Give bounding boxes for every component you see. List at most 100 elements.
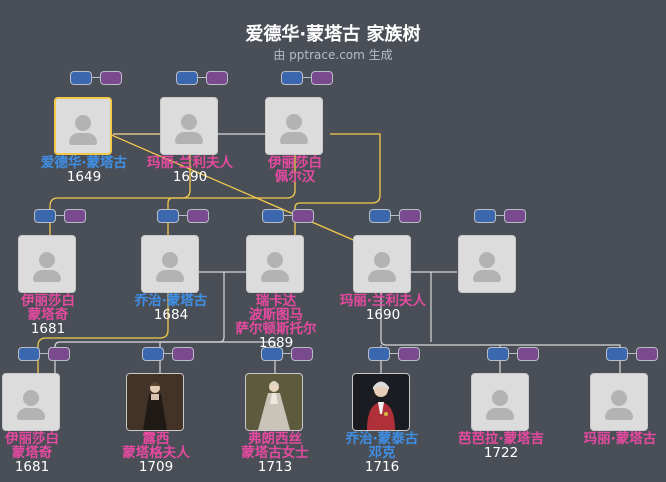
person-name-line[interactable]: 玛丽·兰利夫人: [339, 293, 427, 309]
person-name-line[interactable]: 蒙塔奇: [11, 445, 53, 461]
avatar-body-icon: [175, 132, 203, 144]
badge-connector: [91, 77, 101, 78]
parents-toggle-icon[interactable]: [368, 347, 390, 361]
spouse-toggle-icon[interactable]: [311, 71, 333, 85]
birth-year: 1722: [483, 445, 519, 461]
parents-toggle-icon[interactable]: [262, 209, 284, 223]
spouse-toggle-icon[interactable]: [100, 71, 122, 85]
avatar-placeholder-icon[interactable]: [54, 97, 112, 155]
avatar-head-icon: [492, 390, 508, 406]
avatar-placeholder-icon[interactable]: [265, 97, 323, 155]
person-names: 伊丽莎白佩尔汉: [231, 156, 359, 184]
spouse-toggle-icon[interactable]: [398, 347, 420, 361]
badge-connector: [283, 215, 293, 216]
spouse-toggle-icon[interactable]: [187, 209, 209, 223]
avatar-placeholder-icon[interactable]: [160, 97, 218, 155]
spouse-toggle-icon[interactable]: [517, 347, 539, 361]
badge-connector: [390, 215, 400, 216]
spouse-toggle-icon[interactable]: [399, 209, 421, 223]
parents-toggle-icon[interactable]: [70, 71, 92, 85]
avatar-body-icon: [473, 270, 501, 282]
avatar-body-icon: [69, 133, 97, 145]
spouse-toggle-icon[interactable]: [64, 209, 86, 223]
avatar-body-icon: [156, 270, 184, 282]
badge-connector: [508, 353, 518, 354]
person-name-line[interactable]: 蒙塔奇: [27, 307, 69, 323]
person-name-line[interactable]: 乔治·蒙泰古: [345, 431, 419, 447]
birth-year: 1684: [153, 307, 189, 323]
avatar-placeholder-icon[interactable]: [18, 235, 76, 293]
parents-toggle-icon[interactable]: [281, 71, 303, 85]
parents-toggle-icon[interactable]: [142, 347, 164, 361]
spouse-toggle-icon[interactable]: [172, 347, 194, 361]
avatar-head-icon: [23, 390, 39, 406]
avatar-body-icon: [261, 270, 289, 282]
parents-toggle-icon[interactable]: [369, 209, 391, 223]
spouse-toggle-icon[interactable]: [48, 347, 70, 361]
spouse-toggle-icon[interactable]: [292, 209, 314, 223]
person-name-line[interactable]: 伊丽莎白: [5, 431, 59, 447]
avatar-placeholder-icon[interactable]: [353, 235, 411, 293]
spouse-toggle-icon[interactable]: [636, 347, 658, 361]
parents-toggle-icon[interactable]: [474, 209, 496, 223]
person-name-line[interactable]: 玛丽·蒙塔古: [583, 431, 657, 447]
person-name-line[interactable]: 邓克: [368, 445, 396, 461]
badge-connector: [178, 215, 188, 216]
birth-year: 1681: [14, 459, 50, 475]
avatar-body-icon: [605, 408, 633, 420]
spouse-toggle-icon[interactable]: [206, 71, 228, 85]
birth-year: 1709: [138, 459, 174, 475]
parents-toggle-icon[interactable]: [487, 347, 509, 361]
person-name-line[interactable]: 伊丽莎白: [268, 155, 322, 171]
person-name-line[interactable]: 蒙塔格夫人: [122, 445, 190, 461]
avatar-placeholder-icon[interactable]: [590, 373, 648, 431]
badge-connector: [55, 215, 65, 216]
avatar-placeholder-icon[interactable]: [141, 235, 199, 293]
spouse-toggle-icon[interactable]: [504, 209, 526, 223]
parents-toggle-icon[interactable]: [18, 347, 40, 361]
avatar-placeholder-icon[interactable]: [2, 373, 60, 431]
portrait-photo[interactable]: [352, 373, 410, 431]
person-name-line[interactable]: 萨尔顿斯托尔: [235, 321, 317, 337]
avatar-body-icon: [17, 408, 45, 420]
birth-year: 1689: [258, 335, 294, 351]
portrait-photo[interactable]: [126, 373, 184, 431]
avatar-placeholder-icon[interactable]: [246, 235, 304, 293]
person-name-line[interactable]: 芭芭拉·蒙塔吉: [457, 431, 545, 447]
person-name-line[interactable]: 蒙塔古女士: [241, 445, 309, 461]
badge-connector: [495, 215, 505, 216]
person-name-line[interactable]: 露西: [142, 431, 170, 447]
person-name-line[interactable]: 伊丽莎白: [21, 293, 75, 309]
person-name-line[interactable]: 玛丽·兰利夫人: [146, 155, 234, 171]
badge-connector: [197, 77, 207, 78]
avatar-head-icon: [75, 115, 91, 131]
badge-connector: [389, 353, 399, 354]
parents-toggle-icon[interactable]: [34, 209, 56, 223]
person-name-line[interactable]: 爱德华·蒙塔古: [40, 155, 128, 171]
parents-toggle-icon[interactable]: [606, 347, 628, 361]
person-name-line[interactable]: 乔治·蒙塔古: [134, 293, 208, 309]
birth-year: 1713: [257, 459, 293, 475]
avatar-body-icon: [280, 132, 308, 144]
parents-toggle-icon[interactable]: [157, 209, 179, 223]
avatar-head-icon: [181, 114, 197, 130]
avatar-placeholder-icon[interactable]: [458, 235, 516, 293]
person-name-line[interactable]: 波斯图马: [249, 307, 303, 323]
parents-toggle-icon[interactable]: [176, 71, 198, 85]
person-name-line[interactable]: 佩尔汉: [274, 169, 316, 185]
portrait-photo[interactable]: [245, 373, 303, 431]
person-name-line[interactable]: 弗朗西丝: [248, 431, 302, 447]
avatar-placeholder-icon[interactable]: [471, 373, 529, 431]
spouse-toggle-icon[interactable]: [291, 347, 313, 361]
person-name-line[interactable]: 瑞卡达: [255, 293, 297, 309]
parents-toggle-icon[interactable]: [261, 347, 283, 361]
